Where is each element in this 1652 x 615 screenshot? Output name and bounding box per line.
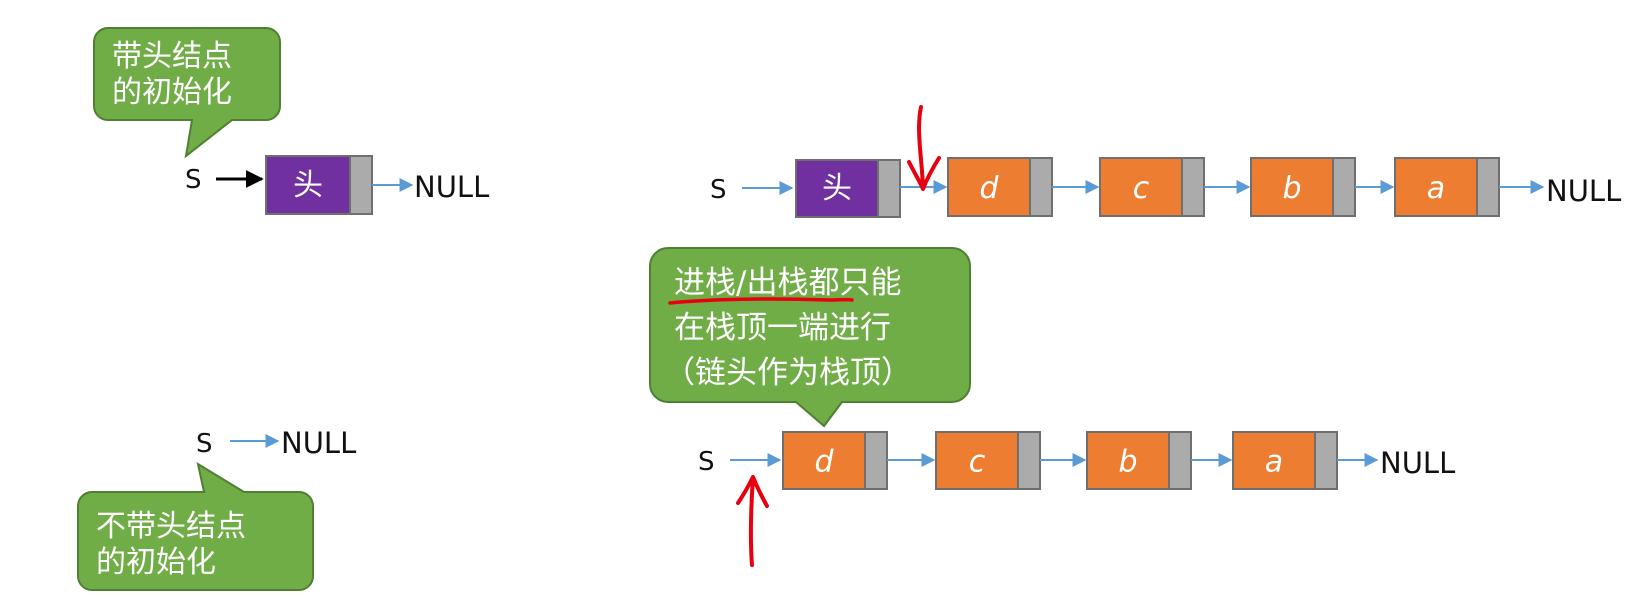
bottom-right-group: 进栈/出栈都只能 在栈顶一端进行 （链头作为栈顶） S d c b a NULL	[649, 247, 1455, 567]
node-label: a	[1265, 445, 1283, 480]
null-label: NULL	[281, 426, 356, 460]
node-data-cell	[1232, 431, 1316, 490]
node-label: a	[1427, 171, 1445, 206]
node-pointer-cell	[1332, 157, 1356, 217]
head-node-data-cell	[265, 155, 351, 215]
node-pointer-cell	[864, 431, 888, 490]
callout-stack-rule-line2: 在栈顶一端进行	[674, 310, 891, 346]
node-pointer-cell	[1314, 431, 1338, 490]
node-data-cell	[782, 431, 866, 490]
callout-without-head-line1: 不带头结点	[96, 509, 246, 544]
s-label: S	[185, 165, 202, 195]
head-node-pointer-cell	[877, 159, 901, 218]
null-label: NULL	[1546, 174, 1621, 208]
head-node-pointer-cell	[349, 155, 373, 215]
node-label: b	[1282, 171, 1301, 206]
callout-without-head-line2: 的初始化	[96, 545, 216, 580]
callout-without-head	[77, 461, 314, 591]
node-label: c	[1133, 171, 1150, 206]
null-label: NULL	[414, 170, 489, 204]
node-pointer-cell	[1181, 157, 1205, 217]
red-insert-arrow	[907, 105, 941, 191]
node-label: d	[814, 445, 834, 480]
node-pointer-cell	[1168, 431, 1192, 490]
callout-stack-rule-line3: （链头作为栈顶）	[664, 355, 912, 391]
callout-with-head-line2: 的初始化	[112, 75, 232, 110]
red-underline	[668, 297, 854, 305]
node-label: b	[1118, 445, 1137, 480]
head-node-label: 头	[822, 171, 852, 206]
node-data-cell	[1086, 431, 1170, 490]
callout-with-head-line1: 带头结点	[112, 39, 232, 74]
node-pointer-cell	[1017, 431, 1041, 490]
bottom-left-group: S NULL 不带头结点 的初始化	[77, 426, 356, 591]
node-label: c	[969, 445, 986, 480]
node-pointer-cell	[1476, 157, 1500, 217]
node-data-cell	[1099, 157, 1183, 217]
callout-line1-rest: 都只能	[808, 265, 901, 301]
node-pointer-cell	[1029, 157, 1053, 217]
top-left-group: 带头结点 的初始化 S 头 NULL	[93, 27, 489, 215]
callout-underlined-text: 进栈/出栈	[674, 265, 808, 301]
node-data-cell	[935, 431, 1019, 490]
node-label: d	[979, 171, 999, 206]
red-top-pointer-arrow	[736, 475, 769, 567]
null-label: NULL	[1380, 446, 1455, 480]
s-label: S	[698, 447, 715, 477]
callout-stack-rule-line1: 进栈/出栈都只能	[674, 265, 901, 301]
callout-with-head	[93, 27, 281, 159]
s-label: S	[196, 429, 213, 459]
head-node-label: 头	[293, 168, 323, 203]
top-right-group: S 头 d c b a NULL	[710, 105, 1621, 218]
callout-stack-rule	[649, 247, 971, 428]
s-label: S	[710, 175, 727, 205]
